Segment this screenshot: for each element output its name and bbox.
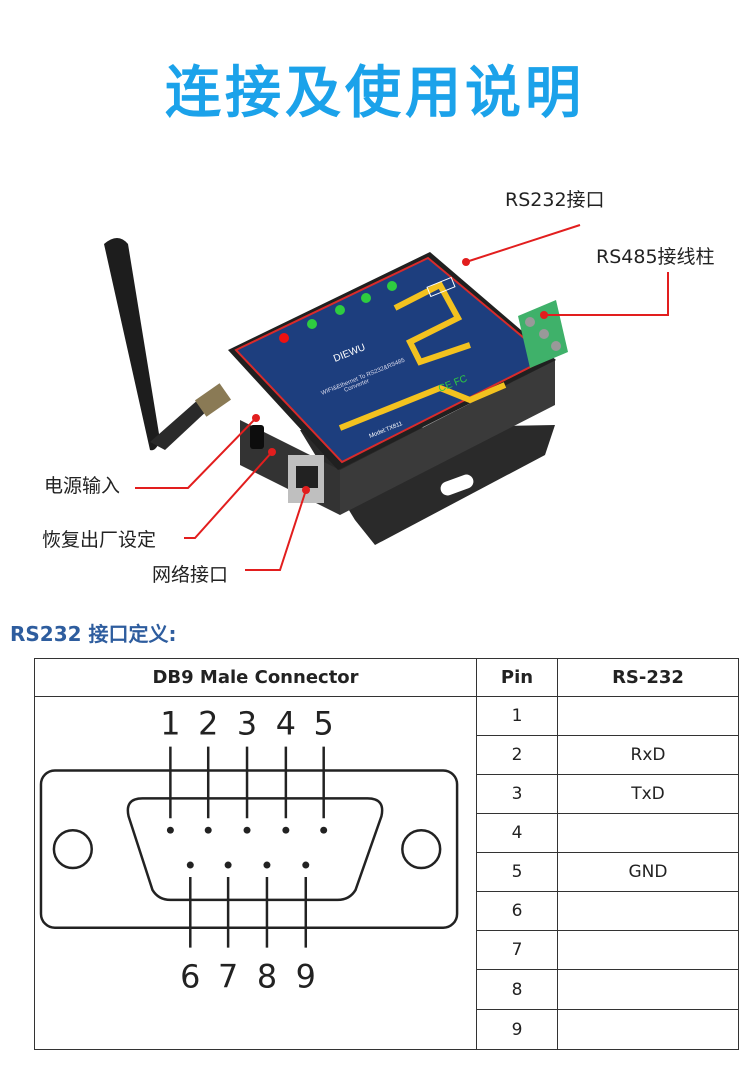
pin-label-7: 7 bbox=[218, 957, 238, 995]
table-row-pin: 1 bbox=[476, 696, 558, 736]
table-row-pin: 8 bbox=[476, 969, 558, 1010]
table-row-pin: 5 bbox=[476, 852, 558, 892]
pin-label-6: 6 bbox=[180, 957, 200, 995]
callout-reset: 恢复出厂设定 bbox=[42, 529, 157, 551]
table-row-signal bbox=[557, 969, 739, 1010]
table-row-pin: 6 bbox=[476, 891, 558, 931]
header-connector: DB9 Male Connector bbox=[34, 658, 477, 697]
header-signal: RS-232 bbox=[557, 658, 739, 697]
table-row-signal: GND bbox=[557, 852, 739, 892]
top-pin-dots bbox=[166, 826, 328, 834]
antenna-icon bbox=[104, 238, 232, 451]
led-indicators bbox=[279, 281, 397, 343]
pin-label-1: 1 bbox=[160, 705, 180, 743]
pin-label-8: 8 bbox=[257, 957, 277, 995]
bottom-pin-dots bbox=[186, 861, 310, 869]
table-row-signal bbox=[557, 1009, 739, 1050]
callout-network: 网络接口 bbox=[152, 564, 229, 586]
pin-label-4: 4 bbox=[276, 705, 296, 743]
callout-lines bbox=[135, 224, 669, 571]
header-pin: Pin bbox=[476, 658, 558, 697]
table-row-pin: 4 bbox=[476, 813, 558, 853]
table-row-signal bbox=[557, 930, 739, 970]
callout-power: 电源输入 bbox=[44, 475, 121, 497]
pin-label-2: 2 bbox=[198, 705, 218, 743]
power-jack bbox=[250, 425, 264, 449]
db9-connector-diagram: 1 2 3 4 5 6 7 8 9 bbox=[39, 705, 459, 995]
pin-label-5: 5 bbox=[314, 705, 334, 743]
page-title: 连接及使用说明 bbox=[165, 61, 585, 126]
pin-label-3: 3 bbox=[237, 705, 257, 743]
rs485-terminal bbox=[518, 300, 568, 368]
rs232-port bbox=[426, 276, 456, 298]
table-row-pin: 7 bbox=[476, 930, 558, 970]
table-row-signal bbox=[557, 891, 739, 931]
db9-diagram-cell: 1 2 3 4 5 6 7 8 9 bbox=[34, 696, 477, 1050]
pin-label-9: 9 bbox=[296, 957, 316, 995]
table-row-signal bbox=[557, 696, 739, 736]
table-row-signal bbox=[557, 813, 739, 853]
section-title: RS232 接口定义: bbox=[10, 622, 177, 646]
table-row-pin: 3 bbox=[476, 774, 558, 814]
table-row-signal: RxD bbox=[557, 735, 739, 775]
callout-rs485: RS485接线柱 bbox=[596, 246, 715, 268]
device-illustration: DIEWU WIFI&Ethernet To RS232&RS485 Conve… bbox=[104, 224, 669, 571]
table-row-pin: 2 bbox=[476, 735, 558, 775]
pinout-table: DB9 Male Connector Pin RS-232 bbox=[34, 658, 739, 1050]
table-row-pin: 9 bbox=[476, 1009, 558, 1050]
table-row-signal: TxD bbox=[557, 774, 739, 814]
callout-rs232: RS232接口 bbox=[505, 189, 605, 211]
